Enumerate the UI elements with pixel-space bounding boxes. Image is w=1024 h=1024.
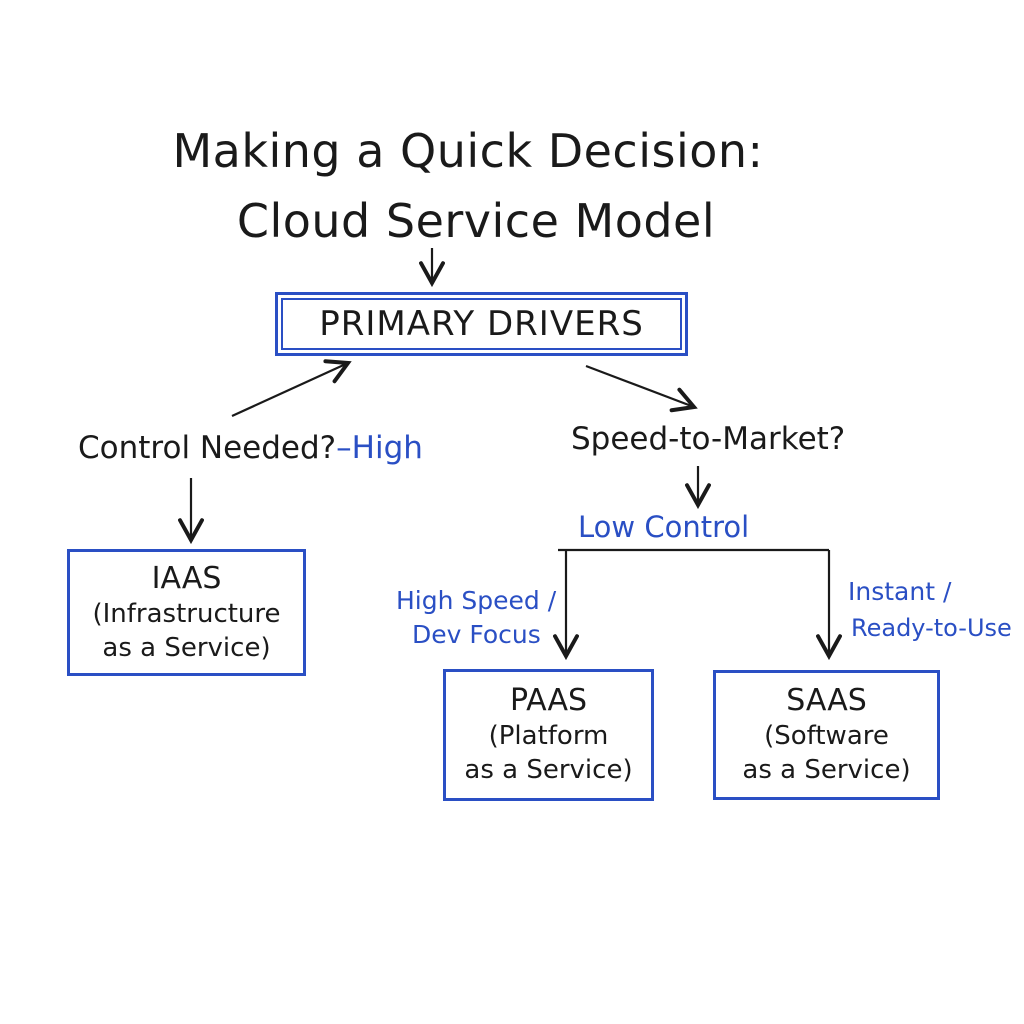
iaas-name: IAAS [151, 560, 222, 596]
control-question: Control Needed?–High [78, 430, 423, 466]
iaas-desc-line-1: (Infrastructure [92, 598, 281, 629]
paas-desc-line-2: as a Service) [464, 755, 633, 785]
diagram-title-line-1: Making a Quick Decision: [172, 124, 764, 178]
paas-path-label-line-2: Dev Focus [412, 620, 541, 649]
paas-desc-line-1: (Platform [488, 721, 609, 751]
primary-drivers-node: PRIMARY DRIVERS [275, 292, 688, 356]
arrow-drivers-to-speed [585, 364, 698, 413]
diagram-title-line-2: Cloud Service Model [236, 194, 716, 248]
arrow-control-to-drivers [231, 359, 352, 418]
speed-question: Speed-to-Market? [571, 421, 846, 457]
paas-path-label-line-1: High Speed / [396, 586, 557, 615]
control-answer-label: –High [336, 430, 423, 466]
iaas-desc-line-2: as a Service) [102, 632, 271, 663]
saas-desc-line-2: as a Service) [742, 755, 911, 785]
saas-desc-line-1: (Software [764, 721, 889, 751]
saas-path-label-line-2: Ready-to-Use [851, 614, 1012, 642]
saas-node: SAAS (Software as a Service) [713, 670, 940, 800]
saas-name: SAAS [786, 683, 867, 718]
iaas-node: IAAS (Infrastructure as a Service) [67, 549, 306, 676]
paas-name: PAAS [509, 683, 588, 718]
control-question-label: Control Needed? [78, 430, 337, 466]
saas-path-label-line-1: Instant / [848, 577, 952, 606]
low-control-label: Low Control [578, 510, 750, 544]
primary-drivers-label: PRIMARY DRIVERS [319, 304, 644, 344]
paas-node: PAAS (Platform as a Service) [443, 669, 654, 801]
